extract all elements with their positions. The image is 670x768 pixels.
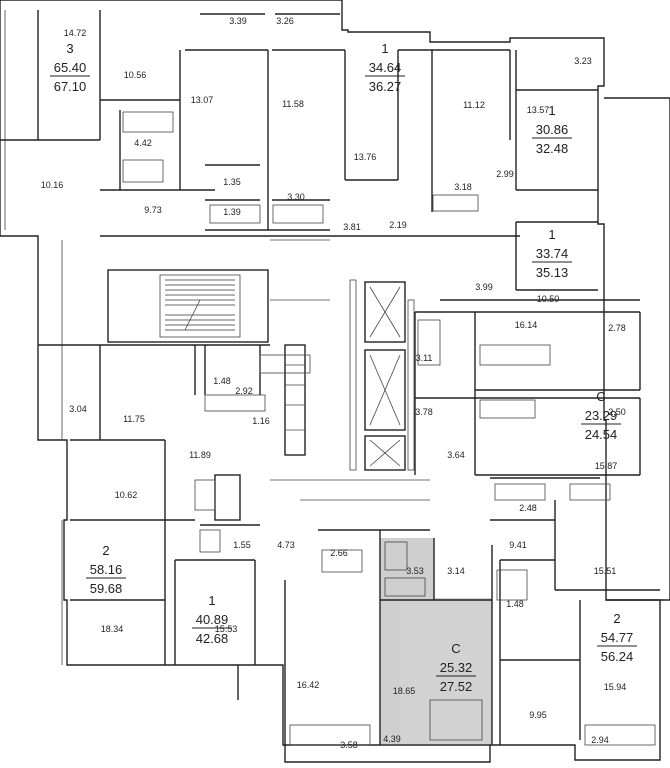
room-area-label: 13.57 — [527, 105, 550, 115]
room-area-label: 3.81 — [343, 222, 361, 232]
room-area-label: 3.64 — [447, 450, 465, 460]
room-area-label: 9.73 — [144, 205, 162, 215]
apartment-area-living: 58.16 — [90, 562, 123, 577]
highlighted-apartment-fill — [380, 538, 492, 744]
room-area-label: 3.04 — [69, 404, 87, 414]
room-area-label: 2.66 — [330, 548, 348, 558]
apartment-type: С — [451, 641, 460, 656]
room-area-label: 2.48 — [519, 503, 537, 513]
apartment-type: С — [596, 389, 605, 404]
room-area-label: 1.39 — [223, 207, 241, 217]
room-area-label: 1.16 — [252, 416, 270, 426]
room-area-label: 3.39 — [229, 16, 247, 26]
apartment-area-total: 36.27 — [369, 79, 402, 94]
room-area-label: 1.55 — [233, 540, 251, 550]
apartment-area-total: 24.54 — [585, 427, 618, 442]
room-area-label: 4.42 — [134, 138, 152, 148]
apartment-area-living: 65.40 — [54, 60, 87, 75]
room-area-label: 18.34 — [101, 624, 124, 634]
apartment-area-total: 67.10 — [54, 79, 87, 94]
room-area-label: 15.51 — [594, 566, 617, 576]
room-area-label: 1.48 — [506, 599, 524, 609]
apartment-area-total: 59.68 — [90, 581, 123, 596]
apartment-type: 1 — [548, 103, 555, 118]
room-area-label: 13.07 — [191, 95, 214, 105]
room-area-label: 2.50 — [608, 407, 626, 417]
apartment-type: 3 — [66, 41, 73, 56]
apartment-area-living: 34.64 — [369, 60, 402, 75]
room-area-label: 1.35 — [223, 177, 241, 187]
room-area-label: 3.78 — [415, 407, 433, 417]
room-area-label: 2.78 — [608, 323, 626, 333]
apartment-area-living: 30.86 — [536, 122, 569, 137]
room-area-label: 4.39 — [383, 734, 401, 744]
room-area-label: 4.73 — [277, 540, 295, 550]
room-area-label: 16.42 — [297, 680, 320, 690]
room-area-label: 3.11 — [416, 353, 433, 363]
room-area-label: 3.30 — [287, 192, 305, 202]
room-area-label: 1.48 — [213, 376, 231, 386]
room-area-label: 11.58 — [282, 99, 304, 109]
apartment-area-living: 54.77 — [601, 630, 634, 645]
room-area-label: 10.16 — [41, 180, 64, 190]
room-area-label: 10.50 — [537, 294, 560, 304]
apartment-label-apt-1-room-d[interactable]: 1 40.89 42.68 — [192, 593, 232, 646]
apartment-area-living: 33.74 — [536, 246, 569, 261]
room-area-label: 2.92 — [235, 386, 253, 396]
apartment-label-apt-1-room-c[interactable]: 1 33.74 35.13 — [532, 227, 572, 280]
apartment-area-total: 32.48 — [536, 141, 569, 156]
fixtures — [122, 111, 656, 746]
apartment-type: 1 — [208, 593, 215, 608]
apartment-area-total: 42.68 — [196, 631, 229, 646]
room-area-label: 10.62 — [115, 490, 138, 500]
apartment-area-living: 23.29 — [585, 408, 618, 423]
room-area-label: 11.12 — [463, 100, 485, 110]
room-area-label: 10.56 — [124, 70, 147, 80]
room-area-label: 15.87 — [595, 461, 618, 471]
room-area-label: 2.99 — [496, 169, 514, 179]
room-area-label: 9.95 — [529, 710, 547, 720]
room-area-label: 15.94 — [604, 682, 627, 692]
room-area-label: 14.72 — [64, 28, 87, 38]
apartment-area-total: 27.52 — [440, 679, 473, 694]
apartment-type: 1 — [381, 41, 388, 56]
apartment-label-apt-1-room-a[interactable]: 1 34.64 36.27 — [365, 41, 405, 94]
apartment-area-total: 56.24 — [601, 649, 634, 664]
apartment-label-apt-studio-b[interactable]: С 25.32 27.52 — [436, 641, 476, 694]
room-area-label: 2.94 — [591, 735, 609, 745]
apartment-label-apt-1-room-b[interactable]: 1 30.86 32.48 — [532, 103, 572, 156]
apartment-type: 2 — [613, 611, 620, 626]
room-area-label: 16.14 — [515, 320, 538, 330]
room-area-label: 13.76 — [354, 152, 377, 162]
room-area-label: 11.89 — [189, 450, 211, 460]
apartment-area-living: 40.89 — [196, 612, 229, 627]
room-area-label: 3.53 — [406, 566, 424, 576]
apartment-label-apt-3-room[interactable]: 3 65.40 67.10 — [50, 41, 90, 94]
apartment-label-apt-2-room-b[interactable]: 2 54.77 56.24 — [597, 611, 637, 664]
apartment-label-apt-2-room-a[interactable]: 2 58.16 59.68 — [86, 543, 126, 596]
apartment-type: 1 — [548, 227, 555, 242]
room-area-label: 3.26 — [276, 16, 294, 26]
apartment-area-living: 25.32 — [440, 660, 473, 675]
room-area-label: 2.19 — [389, 220, 407, 230]
building-core — [107, 239, 430, 521]
room-area-label: 11.75 — [123, 414, 145, 424]
apartment-type: 2 — [102, 543, 109, 558]
apartment-area-total: 35.13 — [536, 265, 569, 280]
room-area-label: 3.14 — [447, 566, 465, 576]
staircase — [165, 279, 235, 331]
interior-walls — [0, 10, 660, 746]
room-area-label: 9.41 — [509, 540, 527, 550]
room-area-label: 3.58 — [340, 740, 358, 750]
room-area-label: 15.53 — [215, 624, 238, 634]
apartment-labels: 3 65.40 67.10 1 34.64 36.27 1 30.86 32.48 1 33.74 3… — [50, 41, 637, 694]
room-area-label: 3.99 — [475, 282, 493, 292]
room-area-label: 18.65 — [393, 686, 416, 696]
room-area-label: 3.23 — [574, 56, 592, 66]
apartment-label-apt-studio-a[interactable]: С 23.29 24.54 — [581, 389, 621, 442]
room-area-label: 3.18 — [454, 182, 472, 192]
